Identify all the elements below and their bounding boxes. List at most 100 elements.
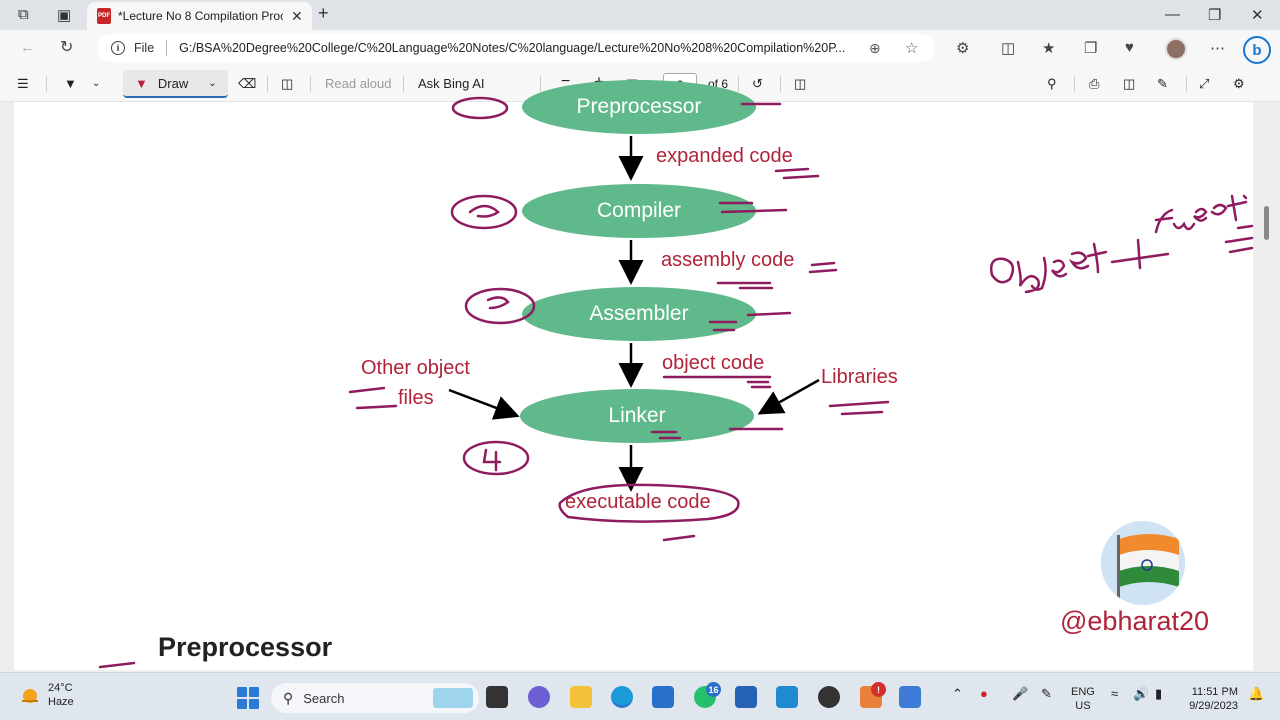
show-hidden-icons[interactable]: ⌃ [952, 686, 963, 701]
whatsapp-badge: 16 [706, 682, 721, 697]
weather-haze-icon[interactable] [20, 687, 40, 705]
settings-gear-icon[interactable]: ⚙ [1233, 76, 1245, 91]
new-tab-icon[interactable]: + [318, 3, 329, 23]
battery-icon[interactable]: ▮ [1155, 686, 1163, 701]
vertical-scrollbar[interactable] [1262, 102, 1272, 672]
clock-date: 9/29/2023 [1189, 700, 1238, 712]
highlight-icon[interactable]: ▼ [64, 76, 77, 91]
info-icon[interactable]: i [111, 41, 125, 55]
section-heading: Preprocessor [158, 632, 333, 662]
highlight-dropdown-icon[interactable]: ⌄ [92, 78, 101, 89]
draw-label: Draw [157, 75, 189, 91]
taskbar-search[interactable]: ⚲ Search [271, 683, 479, 713]
weather-widget[interactable]: 24°C Haze [48, 681, 74, 709]
whiteboard-icon[interactable] [899, 686, 921, 708]
toolbar-divider [738, 76, 739, 92]
zoom-icon[interactable]: ⊕ [869, 39, 881, 56]
alert-badge: ! [871, 682, 886, 697]
text-box-icon[interactable]: ◫ [281, 76, 294, 91]
clock[interactable]: 11:51 PM 9/29/2023 [1186, 685, 1238, 713]
calculator-icon[interactable] [735, 686, 757, 708]
notifications-icon[interactable]: 🔔 [1248, 686, 1265, 701]
wifi-icon[interactable]: ≈ [1111, 686, 1119, 701]
contents-icon[interactable]: ☰ [17, 76, 29, 91]
edge-browser-icon[interactable] [611, 686, 633, 708]
channel-watermark: @ebharat20 [1060, 606, 1210, 636]
task-view-icon[interactable] [486, 686, 508, 708]
toolbar-divider [310, 76, 311, 92]
ask-bing-button[interactable]: Ask Bing AI [418, 76, 485, 91]
favorite-star-icon[interactable]: ☆ [905, 40, 919, 57]
toolbar-divider [780, 76, 781, 92]
save-as-icon[interactable]: ✎ [1157, 76, 1168, 91]
profile-avatar[interactable] [1165, 38, 1187, 60]
obs-icon[interactable] [818, 686, 840, 708]
save-icon[interactable]: ◫ [1123, 76, 1136, 91]
refresh-icon[interactable]: ↻ [60, 39, 74, 56]
toolbar-divider [540, 76, 541, 92]
vscode-icon[interactable] [776, 686, 798, 708]
split-screen-icon[interactable]: ◫ [1001, 40, 1016, 57]
language-indicator[interactable]: ENG US [1071, 685, 1095, 713]
store-icon[interactable] [652, 686, 674, 708]
weather-condition: Haze [48, 696, 74, 708]
rotate-icon[interactable]: ↺ [752, 76, 763, 91]
file-scheme-label: File [134, 41, 155, 55]
workspaces-icon[interactable]: ⧉ [18, 6, 29, 23]
teams-chat-icon[interactable] [528, 686, 550, 708]
pdf-file-icon: PDF [97, 8, 111, 24]
maximize-icon[interactable]: ❐ [1208, 7, 1222, 24]
browser-essentials-icon[interactable]: ♥ [1125, 39, 1134, 56]
file-explorer-icon[interactable] [570, 686, 592, 708]
toolbar-divider [46, 76, 47, 92]
label-assembly-code: assembly code [661, 249, 795, 271]
zoom-out-icon[interactable]: − [561, 73, 571, 90]
temperature: 24°C [48, 682, 73, 694]
more-menu-icon[interactable]: ⋯ [1210, 40, 1225, 57]
channel-logo-flag [1101, 521, 1185, 605]
back-arrow-icon[interactable]: ← [20, 39, 35, 56]
address-divider [166, 40, 168, 56]
arrow-libraries-to-linker [757, 378, 820, 415]
page-view-icon[interactable]: ◫ [794, 76, 807, 91]
windows-start-icon[interactable] [237, 687, 259, 709]
address-bar-row: ← ↻ i File G:/BSA%20Degree%20College/C%2… [0, 30, 1280, 66]
collections-icon[interactable]: ❐ [1084, 40, 1098, 57]
draw-dropdown-icon[interactable]: ⌄ [208, 77, 217, 89]
scrollbar-thumb[interactable] [1264, 206, 1269, 240]
minimize-icon[interactable]: — [1165, 6, 1180, 23]
toolbar-divider [1074, 76, 1075, 92]
record-tray-icon[interactable]: ● [980, 686, 988, 701]
draw-button[interactable]: ▼ Draw ⌄ [123, 70, 228, 98]
search-label: Search [303, 690, 345, 706]
arrow-objects-to-linker [448, 388, 520, 420]
print-icon[interactable]: ⎙ [1089, 76, 1100, 91]
address-field[interactable]: i File G:/BSA%20Degree%20College/C%20Lan… [97, 34, 935, 62]
close-tab-icon[interactable]: ✕ [291, 7, 303, 24]
bing-copilot-icon[interactable]: b [1243, 36, 1271, 64]
close-window-icon[interactable]: ✕ [1251, 7, 1264, 24]
search-highlight-icon [433, 688, 473, 708]
tab-title: *Lecture No 8 Compilation Proce [118, 9, 283, 23]
browser-tab-bar: ⧉ ▣ PDF *Lecture No 8 Compilation Proce … [0, 0, 1280, 30]
pen-tray-icon[interactable]: ✎ [1041, 686, 1052, 701]
handwritten-annotations [98, 96, 1254, 669]
read-aloud-button[interactable]: Read aloud [325, 76, 392, 91]
language-code: ENG [1071, 686, 1095, 698]
fullscreen-icon[interactable]: ⤢ [1199, 76, 1210, 91]
microphone-icon[interactable]: 🎤 [1012, 686, 1029, 701]
node-compiler: Compiler [522, 184, 756, 238]
draw-pen-icon: ▼ [135, 75, 148, 91]
url-text[interactable]: G:/BSA%20Degree%20College/C%20Language%2… [179, 41, 846, 55]
extensions-icon[interactable]: ⚙ [956, 40, 970, 57]
favorites-icon[interactable]: ★ [1042, 40, 1056, 57]
tab-actions-icon[interactable]: ▣ [57, 7, 72, 24]
region-code: US [1075, 700, 1091, 712]
find-icon[interactable]: ⚲ [1047, 76, 1057, 91]
volume-icon[interactable]: 🔊 [1133, 686, 1150, 701]
toolbar-divider [267, 76, 268, 92]
eraser-icon[interactable]: ⌫ [238, 76, 257, 91]
tab-lecture-pdf[interactable]: PDF *Lecture No 8 Compilation Proce ✕ [87, 2, 312, 30]
label-files: files [398, 387, 434, 409]
